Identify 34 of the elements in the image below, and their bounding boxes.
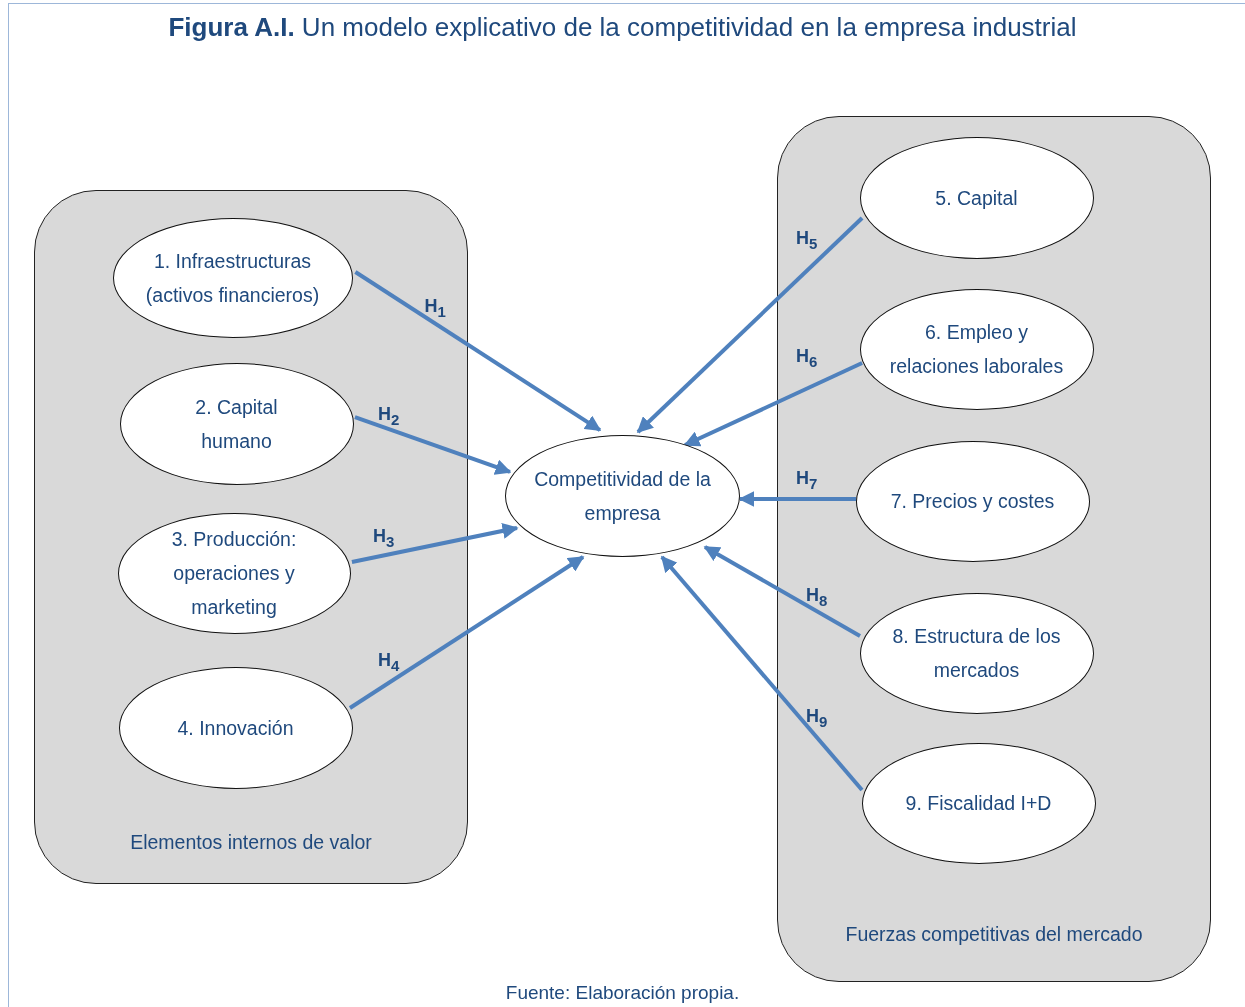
- arrow: [348, 555, 585, 710]
- group-panel: [34, 190, 468, 884]
- arrow: [351, 523, 519, 564]
- edge-label: H$_{8}$: [806, 584, 828, 609]
- edge-label: H$_{4}$: [377, 650, 400, 674]
- ellipse-label: 1. Infraestructuras (activos financieros): [144, 248, 321, 308]
- ellipse-label: 7. Precios y costes: [890, 489, 1055, 514]
- edge-label: H$_{9}$: [806, 705, 828, 730]
- arrow: [636, 216, 864, 434]
- ellipse-label: 4. Innovación: [177, 715, 294, 741]
- ellipse-label: 9. Fiscalidad I+D: [905, 791, 1052, 816]
- arrow: [660, 555, 864, 792]
- panel-title: Elementos internos de valor: [129, 831, 373, 854]
- ellipse-label: 5. Capital: [935, 185, 1018, 211]
- arrow: [703, 545, 861, 638]
- edge-label: H$_{6}$: [796, 346, 818, 370]
- panel-title: Fuerzas competitivas del mercado: [844, 923, 1144, 946]
- arrow: [738, 491, 856, 508]
- ellipse-label: 3. Producción: operaciones y marketing: [170, 527, 298, 620]
- figure-title: Figura A.I. Un modelo explicativo de la competitividad en la empresa industrial: [167, 12, 1078, 43]
- arrow: [354, 270, 602, 432]
- ellipse-label: 8. Estructura de los mercados: [891, 624, 1062, 683]
- ellipse-label: Competitividad de la empresa: [533, 467, 712, 526]
- group-panel: [777, 116, 1211, 982]
- arrow: [354, 415, 512, 475]
- edge-label: H$_{2}$: [377, 404, 400, 428]
- ellipse-label: 6. Empleo y relaciones laborales: [888, 320, 1065, 379]
- edge-label: H$_{5}$: [796, 228, 818, 252]
- ellipse-label: 2. Capital humano: [194, 394, 279, 454]
- edge-label: H$_{3}$: [372, 526, 395, 550]
- arrow: [683, 361, 863, 447]
- source-caption: Fuente: Elaboración propia.: [504, 982, 741, 1004]
- edge-label: H$_{1}$: [424, 296, 446, 320]
- edge-label: H$_{7}$: [796, 467, 818, 492]
